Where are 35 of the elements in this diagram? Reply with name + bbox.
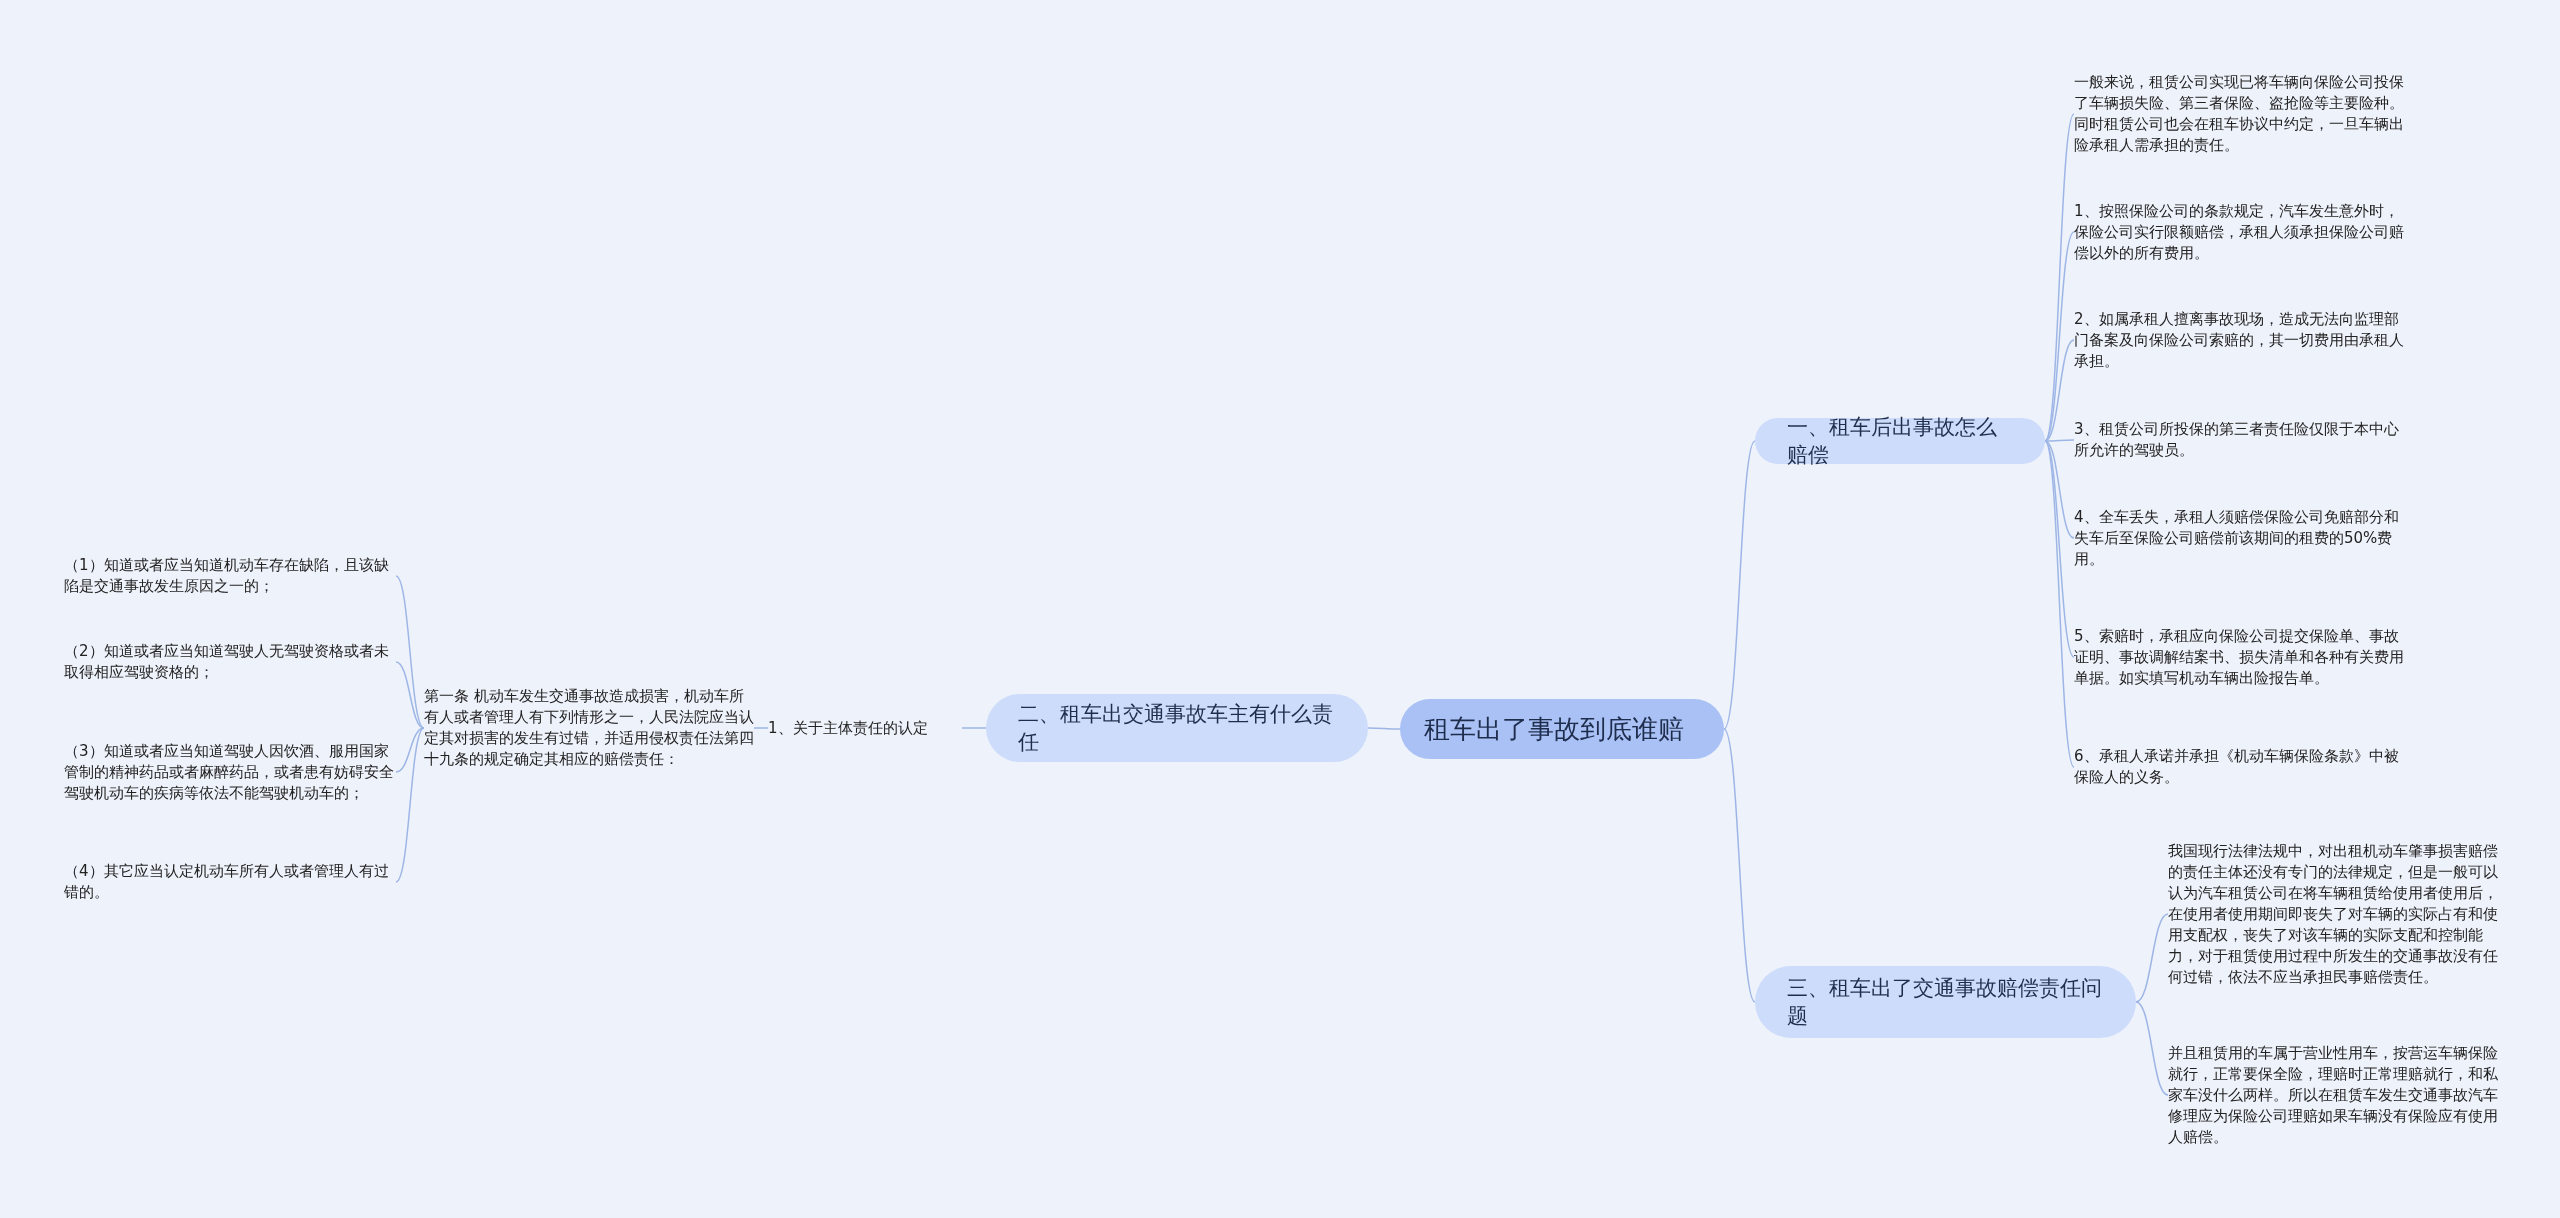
central-topic: 租车出了事故到底谁赔: [1400, 699, 1724, 759]
leaf-text: 3、租赁公司所投保的第三者责任险仅限于本中心所允许的驾驶员。: [2074, 414, 2404, 466]
leaf-text: 我国现行法律法规中，对出租机动车肇事损害赔偿的责任主体还没有专门的法律规定，但是一般可以认为汽车租赁公司在将车辆租赁给使用者使用后，在使用者使用期间即丧失了对车辆的实际占有和使用支配权，丧失了对该车辆的实际支配和控制能力，对于租赁使用过程中所发生的交通事故没有任何过错，依法不应当承担民事赔偿责任。: [2168, 822, 2504, 1006]
connector-line: [2044, 231, 2075, 442]
leaf-text: 6、承租人承诺并承担《机动车辆保险条款》中被保险人的义务。: [2074, 740, 2404, 794]
leaf-text: （1）知道或者应当知道机动车存在缺陷，且该缺陷是交通事故发生原因之一的；: [64, 550, 396, 602]
connector-line: [2135, 913, 2169, 1003]
connector-line: [2135, 1001, 2169, 1096]
connector-line: [1723, 440, 1756, 730]
connector-line: [2044, 339, 2075, 442]
branch-topic: 二、租车出交通事故车主有什么责任: [986, 694, 1368, 762]
branch-topic: 三、租车出了交通事故赔偿责任问题: [1755, 966, 2136, 1038]
connector-line: [2044, 440, 2075, 539]
leaf-text: 4、全车丢失，承租人须赔偿保险公司免赔部分和失车后至保险公司赔偿前该期间的租费的50%费用。: [2074, 502, 2404, 574]
branch-topic: 一、租车后出事故怎么赔偿: [1755, 418, 2045, 464]
leaf-text: 2、如属承租人擅离事故现场，造成无法向监理部门备案及向保险公司索赔的，其一切费用由承租人承担。: [2074, 304, 2404, 376]
leaf-text: （4）其它应当认定机动车所有人或者管理人有过错的。: [64, 856, 396, 908]
connector-line: [395, 661, 425, 729]
connector-line: [395, 575, 425, 729]
leaf-text: 1、按照保险公司的条款规定，汽车发生意外时，保险公司实行限额赔偿，承租人须承担保险公司赔偿以外的所有费用。: [2074, 196, 2404, 268]
connector-line: [1723, 728, 1756, 1003]
leaf-text: （3）知道或者应当知道驾驶人因饮酒、服用国家管制的精神药品或者麻醉药品，或者患有妨碍安全驾驶机动车的疾病等依法不能驾驶机动车的；: [64, 726, 396, 818]
connector-line: [2044, 440, 2075, 658]
connector-line: [395, 727, 425, 883]
leaf-text: 5、索赔时，承租应向保险公司提交保险单、事故证明、事故调解结案书、损失清单和各种有关费用单据。如实填写机动车辆出险报告单。: [2074, 610, 2404, 704]
leaf-text: 第一条 机动车发生交通事故造成损害，机动车所有人或者管理人有下列情形之一，人民法院应当认定其对损害的发生有过错，并适用侵权责任法第四十九条的规定确定其相应的赔偿责任：: [424, 668, 754, 788]
connector-line: [753, 727, 769, 729]
connector-line: [1367, 727, 1401, 730]
connector-line: [961, 727, 987, 729]
connector-line: [395, 727, 425, 773]
leaf-text: 一般来说，租赁公司实现已将车辆向保险公司投保了车辆损失险、第三者保险、盗抢险等主要险种。同时租赁公司也会在租车协议中约定，一旦车辆出险承租人需承担的责任。: [2074, 68, 2404, 160]
leaf-text: 并且租赁用的车属于营业性用车，按营运车辆保险就行，正常要保全险，理赔时正常理赔就行，和私家车没什么两样。所以在租赁车发生交通事故汽车修理应为保险公司理赔如果车辆没有保险应有使用人赔偿。: [2168, 1036, 2504, 1154]
leaf-text: 1、关于主体责任的认定: [768, 713, 962, 743]
connector-line: [2044, 439, 2075, 442]
leaf-text: （2）知道或者应当知道驾驶人无驾驶资格或者未取得相应驾驶资格的；: [64, 636, 396, 688]
